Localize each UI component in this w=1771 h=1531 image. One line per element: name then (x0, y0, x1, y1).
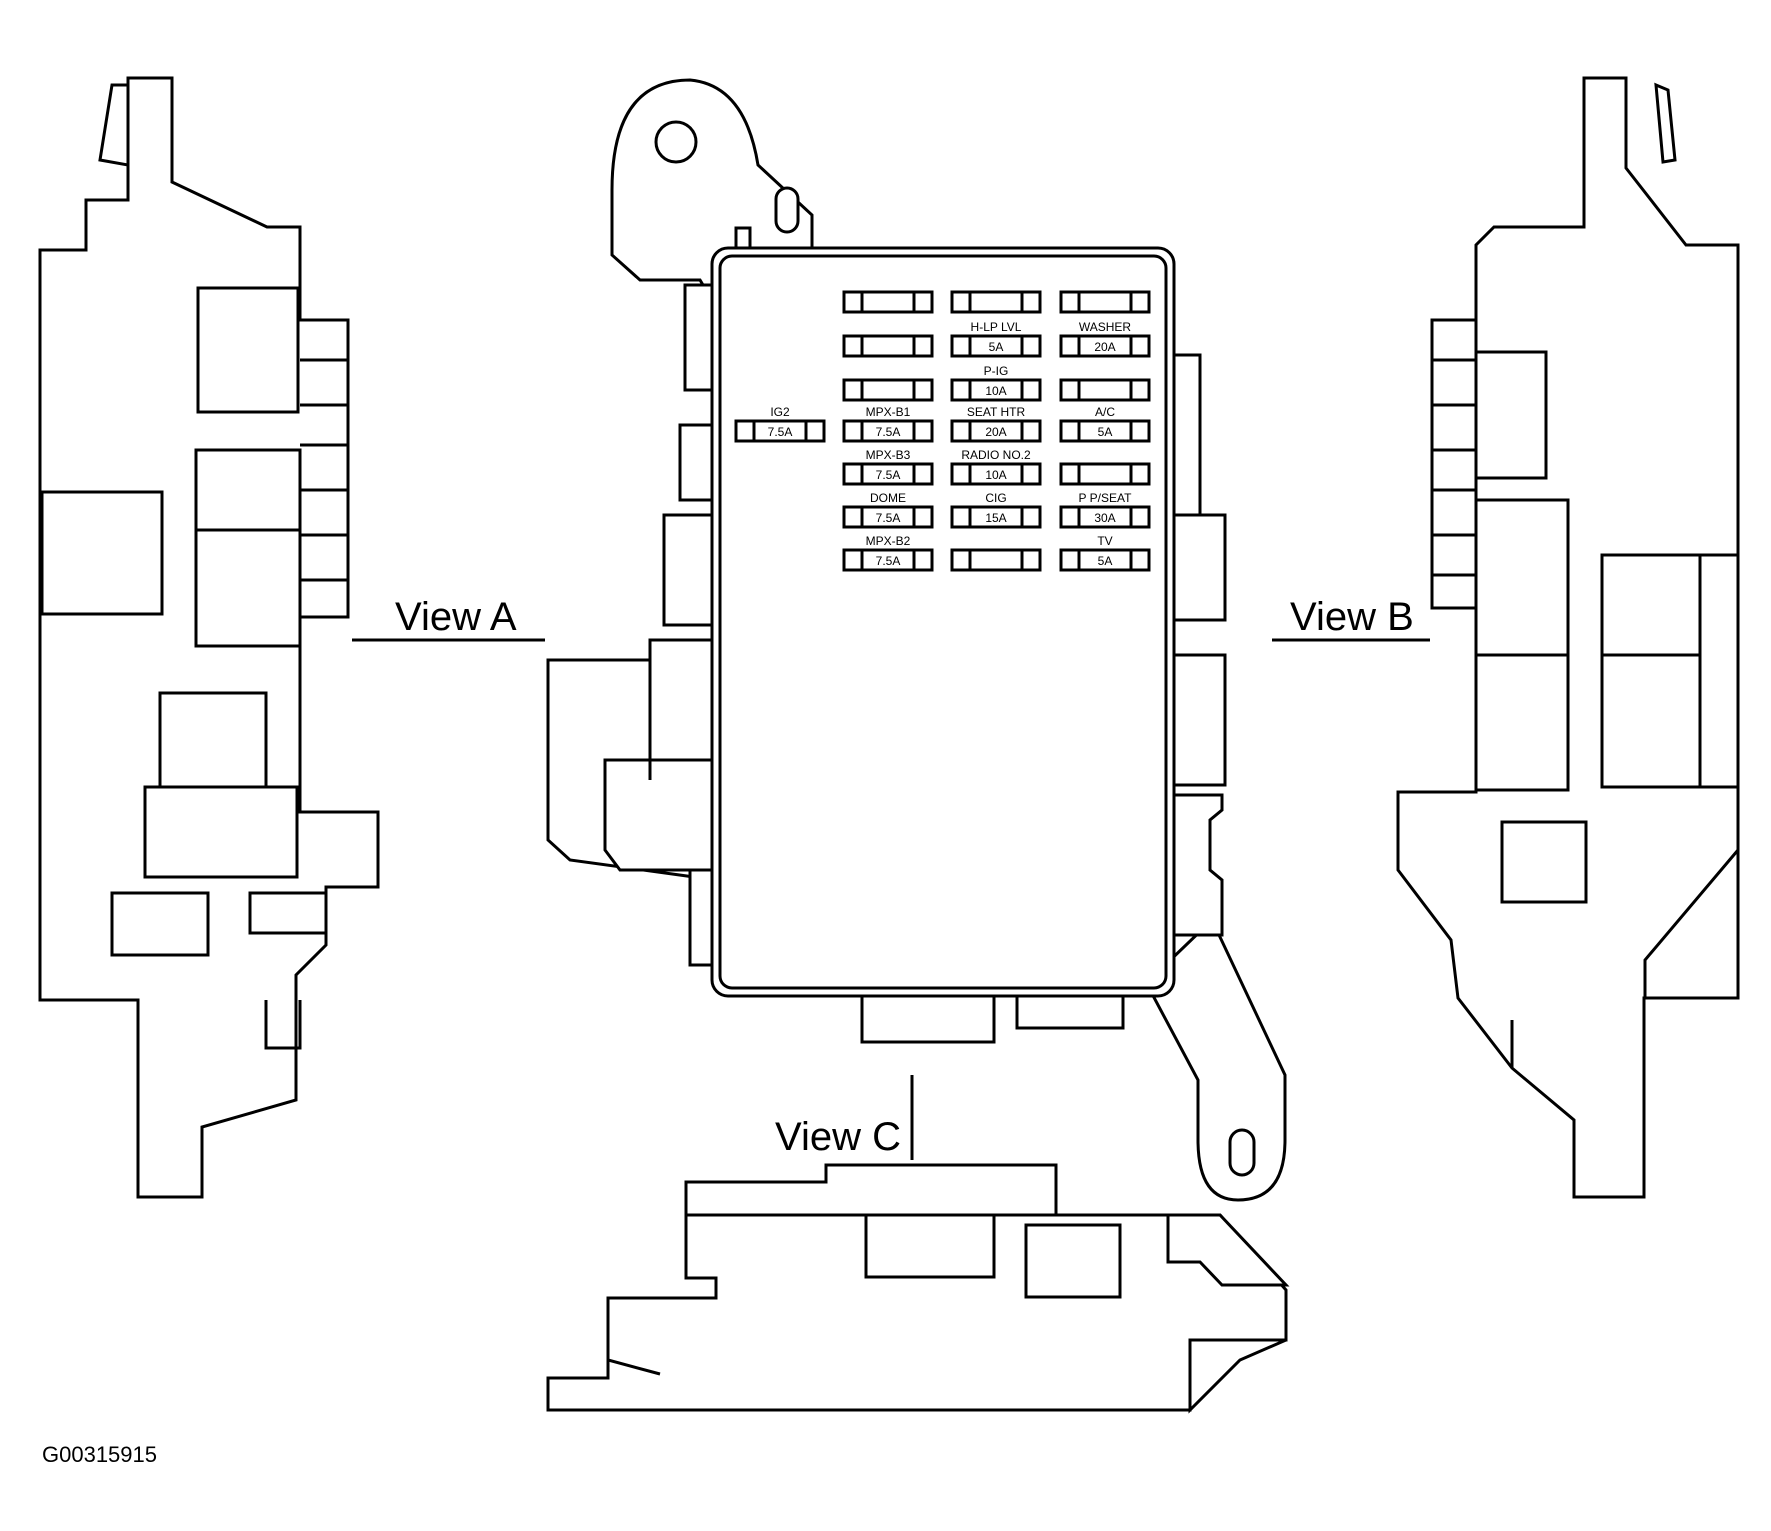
fuse-slot-empty (842, 378, 934, 402)
fuse-slot-empty (842, 290, 934, 314)
svg-text:RADIO NO.2: RADIO NO.2 (961, 448, 1031, 462)
fuse-ac: A/C 5A (1059, 405, 1151, 443)
fuse-mpx-b1: MPX-B1 7.5A (842, 405, 934, 443)
svg-text:20A: 20A (985, 425, 1006, 439)
svg-text:H-LP LVL: H-LP LVL (971, 320, 1022, 334)
fuse-radio-no2: RADIO NO.2 10A (950, 448, 1042, 486)
figure-code: G00315915 (42, 1442, 157, 1467)
svg-text:7.5A: 7.5A (768, 425, 793, 439)
fuse-slot-empty (1059, 462, 1151, 486)
view-c-drawing (546, 1163, 1290, 1414)
fuse-slot-empty (842, 334, 934, 358)
fuse-block-body (546, 78, 1287, 1202)
view-a-drawing (38, 76, 380, 1199)
fuse-p-pseat: P P/SEAT 30A (1059, 491, 1151, 529)
svg-text:MPX-B3: MPX-B3 (866, 448, 911, 462)
svg-text:5A: 5A (989, 340, 1004, 354)
svg-text:30A: 30A (1094, 511, 1115, 525)
fuse-cig: CIG 15A (950, 491, 1042, 529)
fuse-hlp-lvl: H-LP LVL 5A (950, 320, 1042, 358)
svg-text:20A: 20A (1094, 340, 1115, 354)
svg-text:A/C: A/C (1095, 405, 1115, 419)
svg-text:7.5A: 7.5A (876, 468, 901, 482)
view-b-drawing (1396, 76, 1740, 1199)
view-c-callout: View C (775, 1075, 914, 1160)
fuse-mpx-b3: MPX-B3 7.5A (842, 448, 934, 486)
view-c-label: View C (775, 1115, 901, 1159)
fuse-array: H-LP LVL 5A WASHER 20A P-IG 10A IG2 7.5A… (734, 290, 1151, 572)
svg-text:DOME: DOME (870, 491, 906, 505)
fuse-washer: WASHER 20A (1059, 320, 1151, 358)
svg-text:IG2: IG2 (770, 405, 790, 419)
view-a-label: View A (395, 595, 517, 639)
fuse-slot-empty (950, 290, 1042, 314)
fuse-slot-empty (950, 548, 1042, 572)
fuse-mpx-b2: MPX-B2 7.5A (842, 534, 934, 572)
fuse-slot-empty (1059, 378, 1151, 402)
svg-text:10A: 10A (985, 384, 1006, 398)
fuse-ig2: IG2 7.5A (734, 405, 826, 443)
fuse-p-ig: P-IG 10A (950, 364, 1042, 402)
view-b-callout: View B (1272, 595, 1430, 642)
fuse-tv: TV 5A (1059, 534, 1151, 572)
svg-text:5A: 5A (1098, 554, 1113, 568)
svg-text:10A: 10A (985, 468, 1006, 482)
svg-text:WASHER: WASHER (1079, 320, 1132, 334)
svg-text:5A: 5A (1098, 425, 1113, 439)
svg-text:7.5A: 7.5A (876, 511, 901, 525)
view-a-callout: View A (352, 595, 545, 642)
svg-text:15A: 15A (985, 511, 1006, 525)
svg-text:7.5A: 7.5A (876, 554, 901, 568)
svg-text:MPX-B1: MPX-B1 (866, 405, 911, 419)
fuse-slot-empty (1059, 290, 1151, 314)
fuse-seat-htr: SEAT HTR 20A (950, 405, 1042, 443)
svg-text:P P/SEAT: P P/SEAT (1079, 491, 1133, 505)
svg-text:7.5A: 7.5A (876, 425, 901, 439)
svg-text:P-IG: P-IG (984, 364, 1009, 378)
view-b-label: View B (1290, 595, 1414, 639)
svg-text:CIG: CIG (985, 491, 1006, 505)
fuse-dome: DOME 7.5A (842, 491, 934, 529)
svg-text:TV: TV (1097, 534, 1112, 548)
svg-text:SEAT HTR: SEAT HTR (967, 405, 1026, 419)
svg-text:MPX-B2: MPX-B2 (866, 534, 911, 548)
